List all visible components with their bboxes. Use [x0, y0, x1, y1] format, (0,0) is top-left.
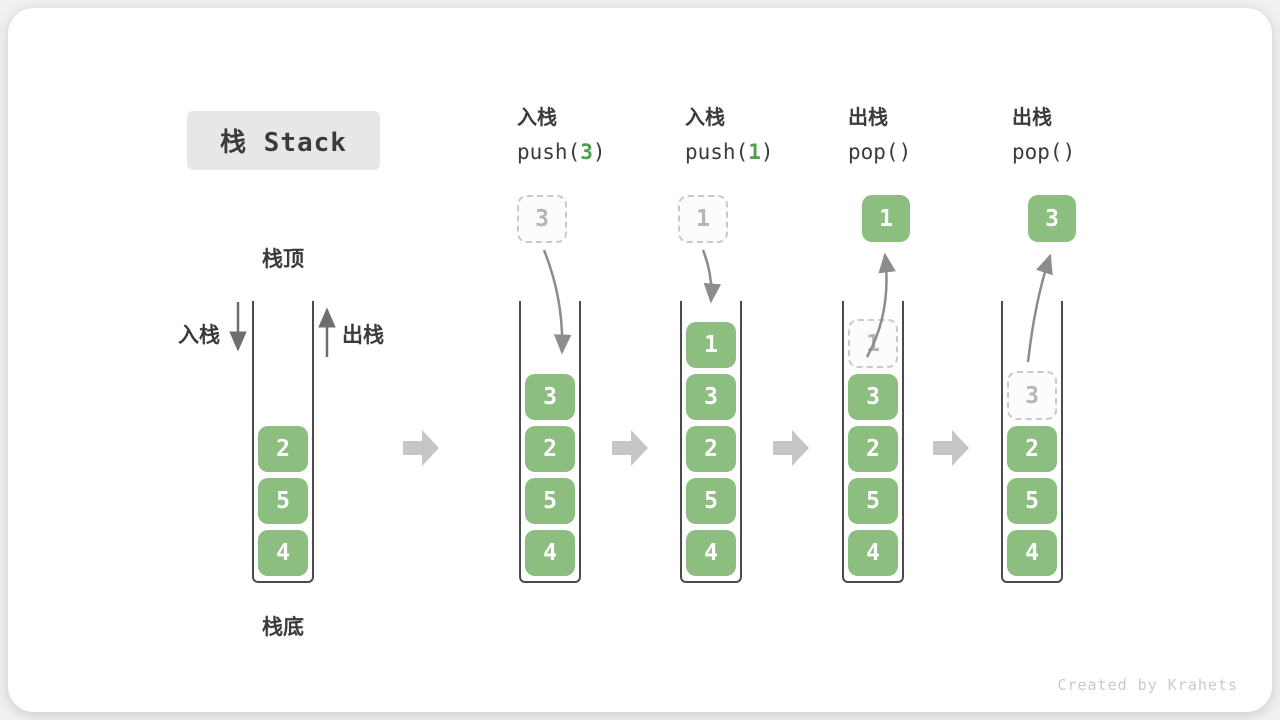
code-arg: 3	[580, 140, 593, 164]
op-header-pop-1: 出栈 pop()	[848, 104, 911, 165]
stack-container-after-pop-2: 3 2 5 4	[1001, 301, 1063, 583]
next-step-arrow-icon	[773, 430, 809, 466]
title-text: 栈 Stack	[220, 128, 347, 158]
code-pre: pop(	[848, 140, 899, 164]
next-step-arrow-icon	[612, 430, 648, 466]
stack-item: 3	[848, 374, 898, 420]
stack-item: 2	[258, 426, 308, 472]
op-label: 入栈	[517, 105, 557, 129]
push-side-label: 入栈	[178, 323, 220, 347]
stack-item: 5	[258, 478, 308, 524]
stack-item: 2	[1007, 426, 1057, 472]
incoming-element-ghost: 3	[517, 195, 567, 243]
watermark: Created by Krahets	[1057, 676, 1238, 694]
stack-item: 4	[525, 530, 575, 576]
stack-item: 3	[525, 374, 575, 420]
op-label: 入栈	[685, 105, 725, 129]
code-arg: 1	[748, 140, 761, 164]
stack-item: 4	[258, 530, 308, 576]
op-code: pop()	[1012, 139, 1075, 165]
stack-item: 4	[848, 530, 898, 576]
op-label: 出栈	[1012, 105, 1052, 129]
stack-container-after-pop-1: 1 3 2 5 4	[842, 301, 904, 583]
popped-element: 1	[862, 195, 910, 242]
code-post: )	[592, 140, 606, 164]
next-step-arrow-icon	[403, 430, 439, 466]
stack-item: 3	[686, 374, 736, 420]
stack-item: 5	[525, 478, 575, 524]
stack-bottom-label: 栈底	[262, 615, 304, 639]
code-pre: push(	[685, 140, 749, 164]
op-label: 出栈	[848, 105, 888, 129]
op-header-push-3: 入栈 push(3)	[517, 104, 606, 165]
stack-item: 5	[1007, 478, 1057, 524]
stack-item: 2	[525, 426, 575, 472]
stack-item-ghost: 3	[1007, 371, 1057, 420]
incoming-element-ghost: 1	[678, 195, 728, 243]
stack-container-initial: 2 5 4	[252, 301, 314, 583]
stack-item: 4	[1007, 530, 1057, 576]
op-code: pop()	[848, 139, 911, 165]
code-post: )	[898, 140, 912, 164]
op-code: push(1)	[685, 139, 774, 165]
stack-container-after-push-3: 3 2 5 4	[519, 301, 581, 583]
title-box: 栈 Stack	[187, 111, 380, 170]
code-post: )	[1062, 140, 1076, 164]
popped-element: 3	[1028, 195, 1076, 242]
stack-item-ghost: 1	[848, 319, 898, 368]
code-pre: push(	[517, 140, 581, 164]
stack-item: 1	[686, 322, 736, 368]
op-code: push(3)	[517, 139, 606, 165]
stack-container-after-push-1: 1 3 2 5 4	[680, 301, 742, 583]
code-pre: pop(	[1012, 140, 1063, 164]
op-header-pop-2: 出栈 pop()	[1012, 104, 1075, 165]
stack-item: 2	[848, 426, 898, 472]
op-header-push-1: 入栈 push(1)	[685, 104, 774, 165]
pop-side-label: 出栈	[342, 323, 384, 347]
push-motion-arrow-icon	[701, 249, 722, 304]
code-post: )	[760, 140, 774, 164]
stack-item: 2	[686, 426, 736, 472]
stack-item: 5	[848, 478, 898, 524]
next-step-arrow-icon	[933, 430, 969, 466]
stack-item: 5	[686, 478, 736, 524]
stack-top-label: 栈顶	[262, 247, 304, 271]
stack-item: 4	[686, 530, 736, 576]
